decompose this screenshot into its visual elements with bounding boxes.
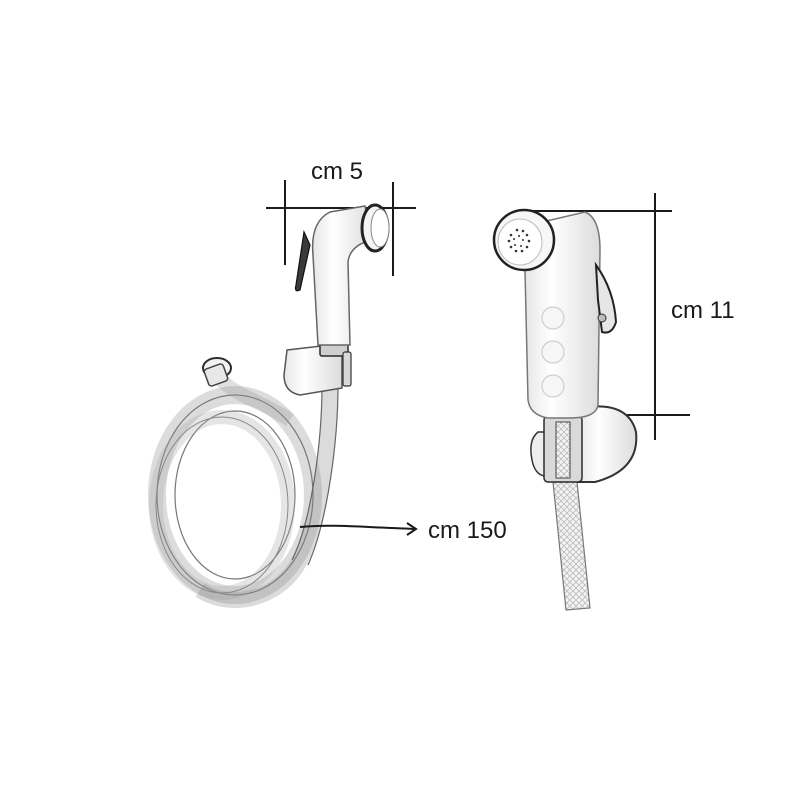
hose-length-label: cm 150: [428, 517, 507, 544]
spray-nozzle-holes: [507, 228, 531, 253]
width-dimension-lines: [266, 180, 416, 276]
coiled-hose: [148, 365, 339, 608]
height-dimension-label: cm 11: [671, 297, 735, 324]
hose-length-arrow: [299, 522, 418, 536]
sprayer-front: [492, 208, 618, 419]
sprayer-side: [294, 203, 390, 346]
wall-bracket-front: [530, 405, 638, 483]
straight-hose: [552, 481, 591, 611]
width-dimension-label: cm 5: [311, 158, 364, 185]
wall-bracket-side: [283, 341, 352, 396]
hose-end-nut: [202, 357, 232, 387]
